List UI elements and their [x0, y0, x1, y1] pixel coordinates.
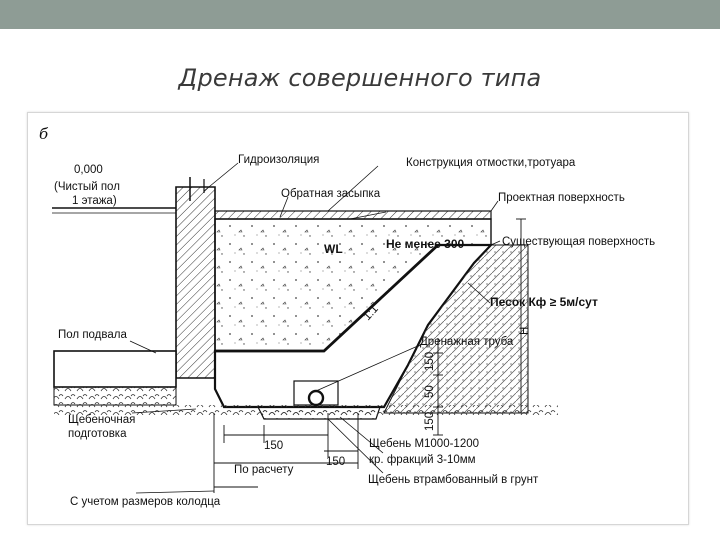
label-drain-pipe: Дренажная труба — [420, 336, 514, 348]
label-not-less: Не менее 300 — [386, 237, 465, 251]
label-basement-floor: Пол подвала — [58, 329, 127, 341]
dimension-bottom — [213, 413, 359, 493]
drain-pipe — [293, 380, 339, 407]
label-level-zero: 0,000 — [74, 164, 103, 176]
slide-title: Дренаж совершенного типа — [178, 64, 542, 92]
existing-soil — [383, 244, 529, 414]
foundation-wall — [175, 177, 216, 379]
label-design-surface: Проектная поверхность — [498, 192, 625, 204]
label-by-calc: По расчету — [234, 464, 294, 476]
label-existing-surface: Существующая поверхность — [502, 236, 655, 248]
dimension-small — [433, 338, 443, 436]
leader-lines — [129, 162, 501, 494]
label-backfill: Обратная засыпка — [281, 188, 381, 200]
label-well-sizes: С учетом размеров колодца — [70, 496, 221, 508]
label-pavement: Конструкция отмостки,тротуара — [406, 157, 576, 169]
backfill-boundary — [215, 243, 439, 353]
pavement-layer — [214, 210, 492, 220]
label-sand: Песок Кф ≥ 5м/сут — [490, 295, 598, 309]
label-gravel-prep-2: подготовка — [68, 428, 127, 440]
label-dim-150-a: 150 — [424, 352, 436, 371]
slide-top-bar — [0, 0, 720, 29]
label-dim-150-d: 150 — [326, 456, 345, 468]
label-waterproofing: Гидроизоляция — [238, 154, 319, 166]
label-wl: WL — [324, 242, 343, 256]
label-gravel-prep-1: Щебеночная — [68, 414, 135, 426]
label-crushed-stone-1: Щебень М1000-1200 — [369, 438, 479, 450]
label-dim-50: 50 — [424, 385, 436, 398]
drainage-diagram: б — [27, 112, 689, 525]
drainage-section-drawing: б — [39, 125, 655, 508]
compacted-soil-strip — [54, 405, 558, 415]
figure-letter: б — [39, 125, 49, 143]
label-compacted-stone: Щебень втрамбованный в грунт — [368, 474, 539, 486]
label-crushed-stone-2: кр. фракций 3-10мм — [369, 454, 476, 466]
dimension-h — [516, 218, 526, 414]
label-clean-floor-2: 1 этажа) — [72, 195, 117, 207]
label-dim-150-b: 150 — [424, 412, 436, 431]
label-clean-floor-1: (Чистый пол — [54, 181, 120, 193]
basement-floor-slab — [53, 350, 177, 406]
label-dim-h: H — [519, 327, 531, 335]
label-dim-150-c: 150 — [264, 440, 283, 452]
